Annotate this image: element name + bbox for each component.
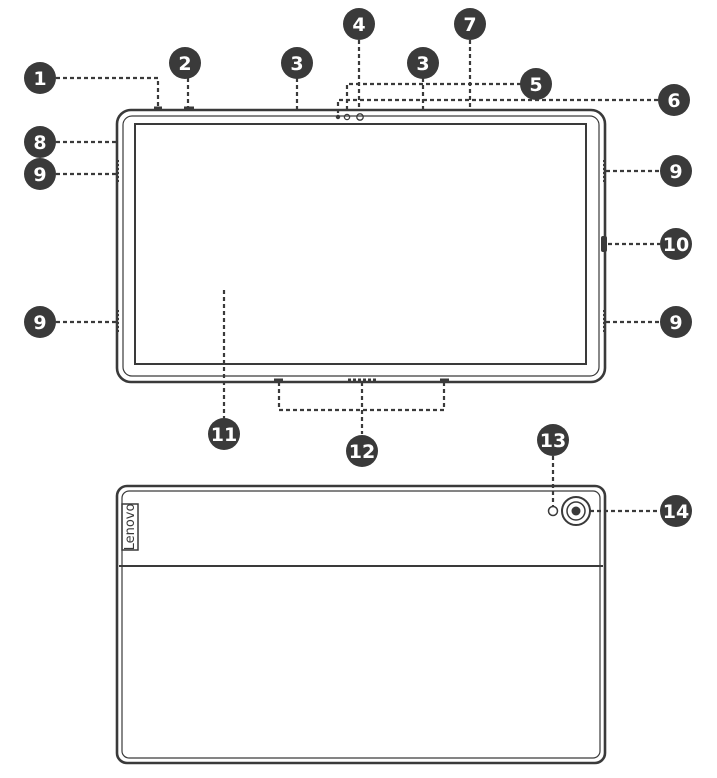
brand-logo-box xyxy=(121,503,139,551)
svg-text:9: 9 xyxy=(33,312,46,334)
svg-text:13: 13 xyxy=(540,430,566,452)
rear-camera-housing-icon xyxy=(566,501,586,521)
svg-text:6: 6 xyxy=(667,90,680,112)
callout-marker: 9 xyxy=(24,158,56,190)
callout-marker: 1 xyxy=(24,62,56,94)
usb-c-port xyxy=(601,236,607,252)
svg-text:4: 4 xyxy=(352,14,365,36)
svg-text:9: 9 xyxy=(669,161,682,183)
svg-text:12: 12 xyxy=(349,441,375,463)
front-camera-icon xyxy=(343,113,351,121)
front-camera-lens-icon xyxy=(356,113,364,121)
svg-text:11: 11 xyxy=(211,424,237,446)
svg-text:9: 9 xyxy=(33,164,46,186)
callout-marker: 9 xyxy=(24,306,56,338)
callout-marker: 4 xyxy=(343,8,375,40)
callout-marker: 6 xyxy=(658,84,690,116)
rear-camera-lens-icon xyxy=(571,506,581,516)
back-inner-frame xyxy=(121,490,601,759)
svg-text:5: 5 xyxy=(529,74,542,96)
callout-marker: 13 xyxy=(537,424,569,456)
svg-text:3: 3 xyxy=(290,53,303,75)
leader-5 xyxy=(345,82,521,112)
callout-marker: 8 xyxy=(24,126,56,158)
front-inner-bezel xyxy=(122,115,600,377)
leader-12 xyxy=(277,382,446,412)
tablet-front-view xyxy=(115,106,607,384)
leader-lines xyxy=(56,40,660,513)
svg-text:10: 10 xyxy=(663,234,689,256)
svg-text:2: 2 xyxy=(178,53,191,75)
callout-marker: 12 xyxy=(346,435,378,467)
display-screen xyxy=(134,123,587,365)
callout-marker: 5 xyxy=(520,68,552,100)
callout-marker: 9 xyxy=(660,306,692,338)
callout-markers: 1 2 3 4 3 5 6 7 xyxy=(24,8,692,527)
callout-marker: 14 xyxy=(660,495,692,527)
svg-text:7: 7 xyxy=(463,14,476,36)
leader-1 xyxy=(56,76,160,108)
brand-logo: Lenovo xyxy=(123,504,138,551)
callout-marker: 3 xyxy=(407,47,439,79)
back-outer-frame xyxy=(115,484,607,765)
callout-marker: 7 xyxy=(454,8,486,40)
light-sensor-icon xyxy=(335,114,341,120)
tablet-back-view: Lenovo xyxy=(115,484,607,765)
svg-text:9: 9 xyxy=(669,312,682,334)
callout-marker: 10 xyxy=(660,228,692,260)
front-outer-frame xyxy=(115,108,607,384)
svg-text:14: 14 xyxy=(663,501,689,523)
callout-marker: 2 xyxy=(169,47,201,79)
svg-text:3: 3 xyxy=(416,53,429,75)
leader-6 xyxy=(336,98,658,113)
callout-marker: 9 xyxy=(660,155,692,187)
svg-text:8: 8 xyxy=(33,132,46,154)
callout-marker: 11 xyxy=(208,418,240,450)
svg-text:1: 1 xyxy=(33,68,46,90)
flash-icon xyxy=(547,505,559,517)
callout-marker: 3 xyxy=(281,47,313,79)
